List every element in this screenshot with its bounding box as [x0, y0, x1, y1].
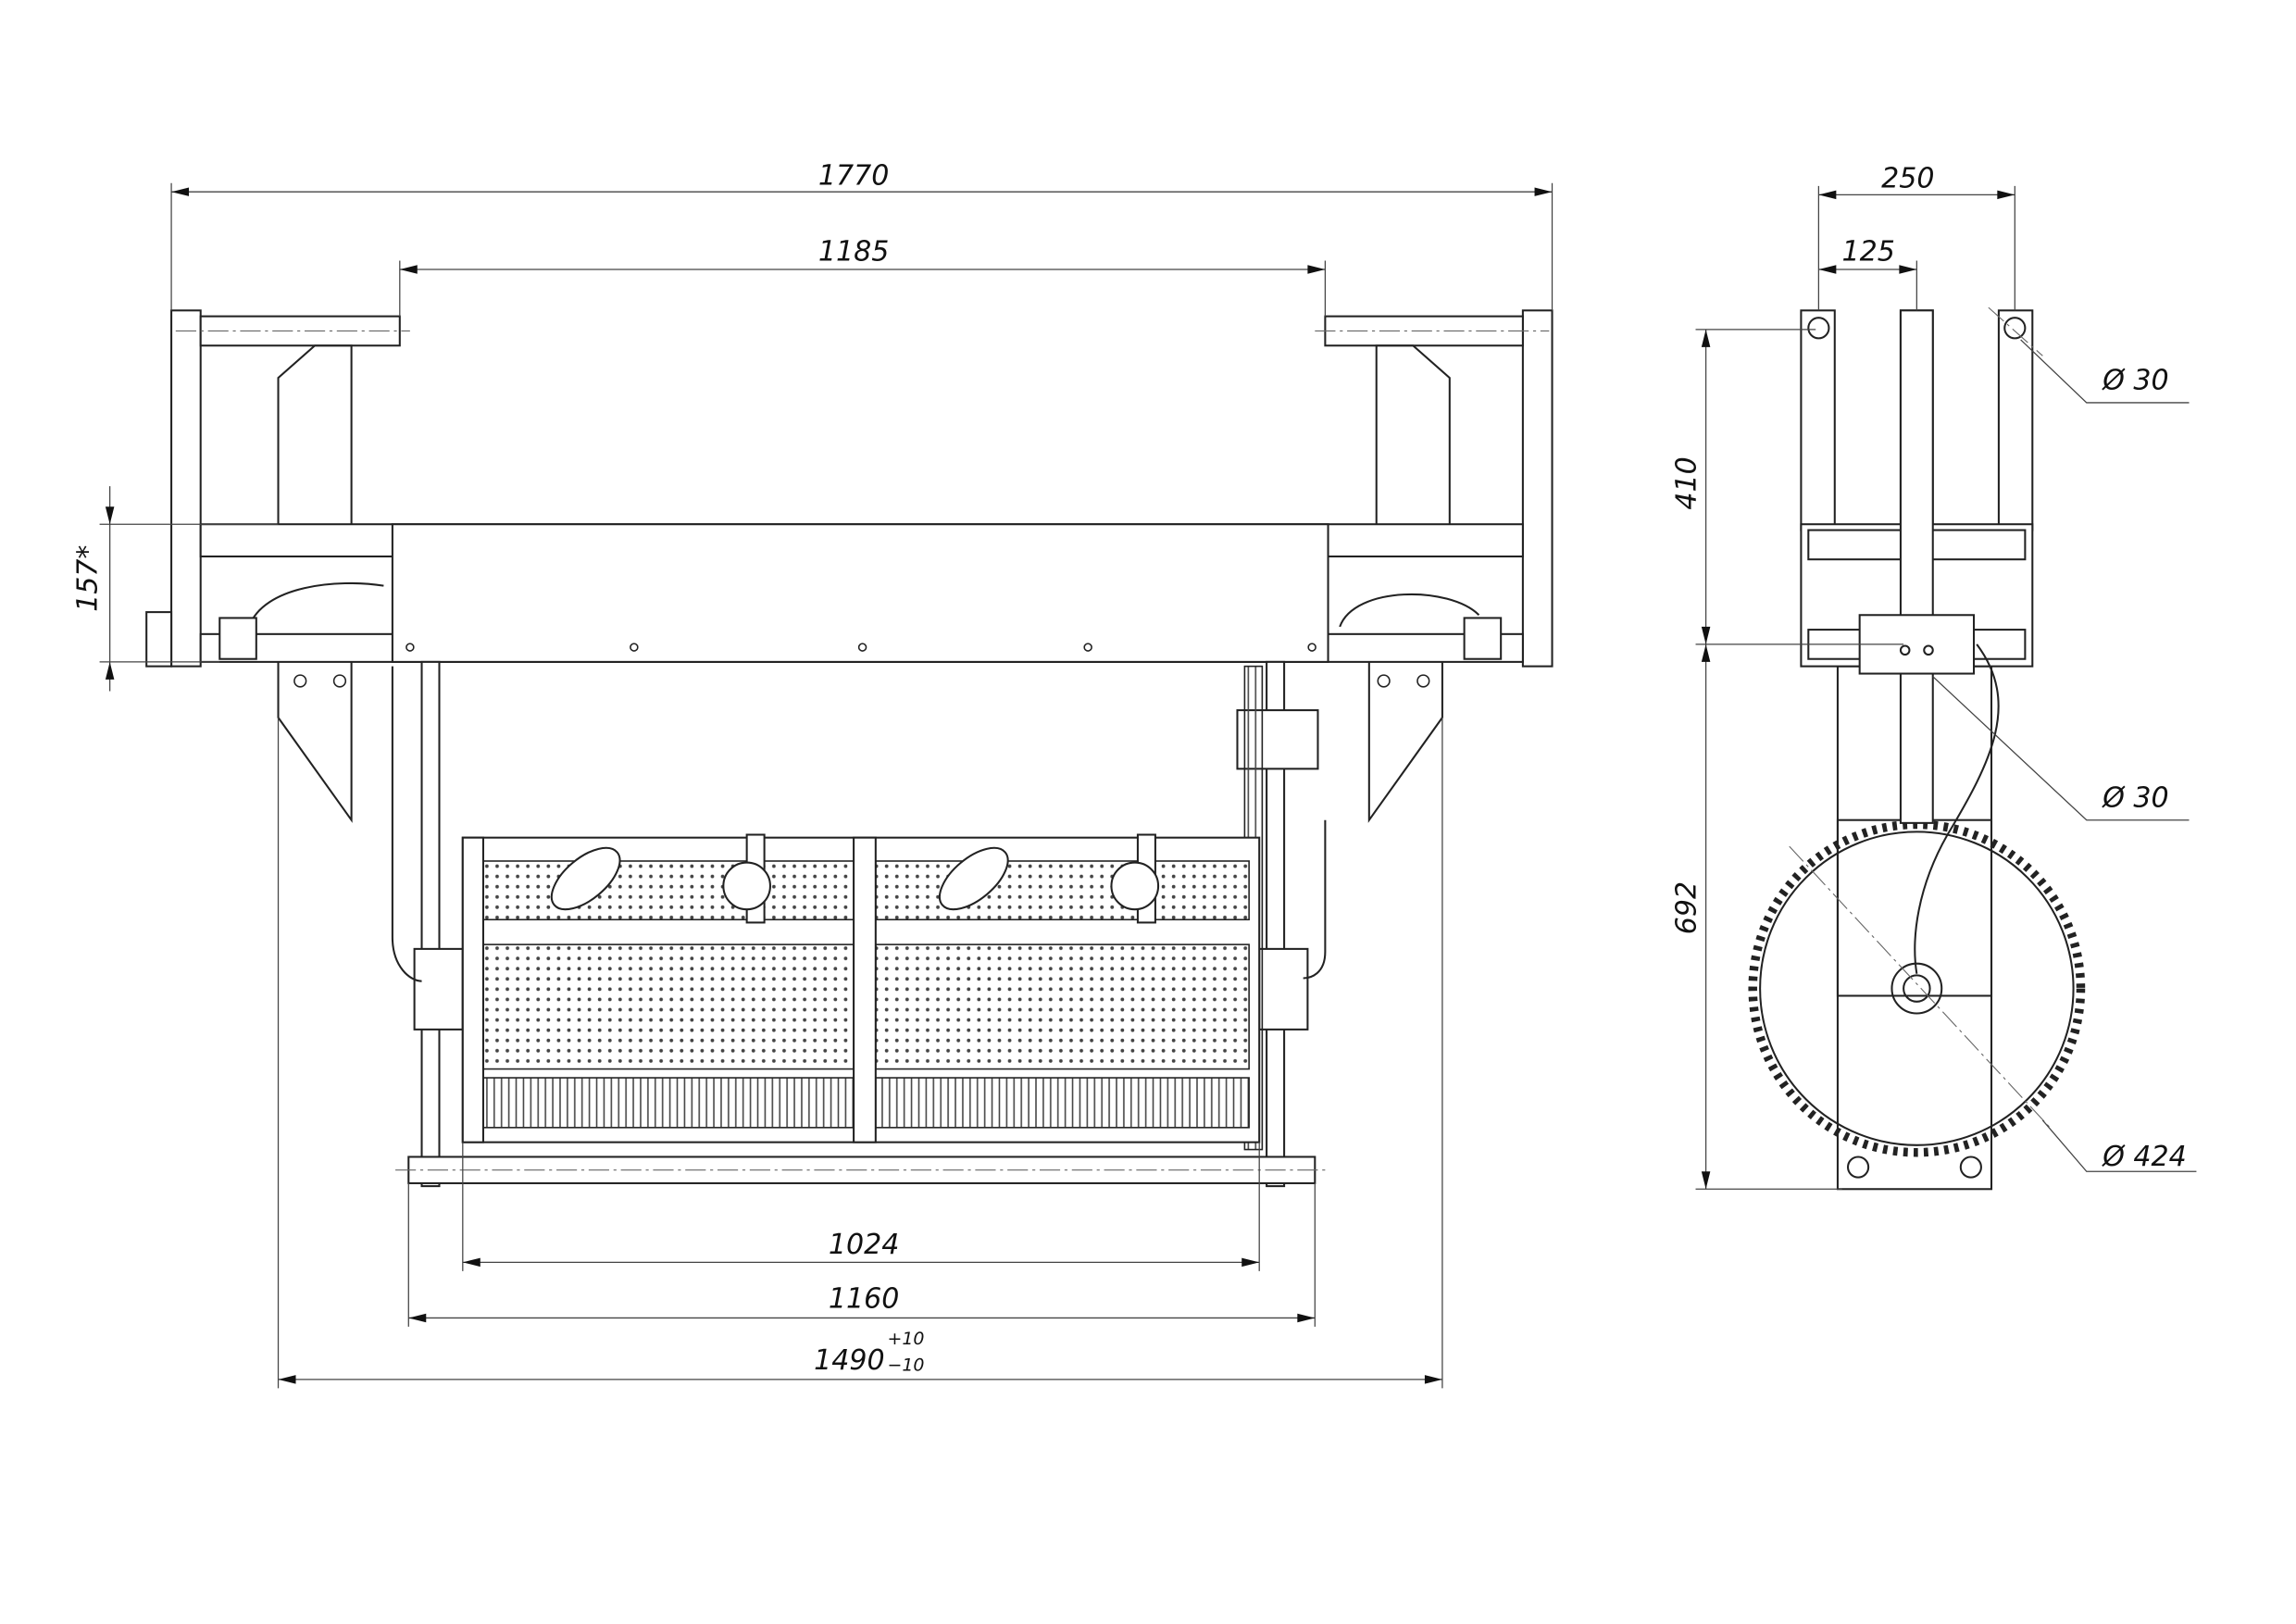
dim-1490: 1490 [814, 1344, 884, 1377]
right-bracket [1367, 661, 1443, 823]
side-dimensions: 250 125 410 692 Ø 30 Ø 30 Ø 424 [1671, 162, 2197, 1190]
dim-dia-424: Ø 424 [2101, 1141, 2187, 1173]
right-gusset [1375, 344, 1451, 525]
tol-lower: −10 [887, 1355, 924, 1375]
dim-1160: 1160 [829, 1282, 899, 1315]
right-post [1521, 309, 1554, 668]
dim-dia-30-pin: Ø 30 [2101, 365, 2168, 397]
tol-upper: +10 [887, 1329, 924, 1349]
dim-692: 692 [1671, 881, 1703, 934]
dim-125: 125 [1841, 236, 1894, 269]
dim-157: 157* [71, 545, 104, 612]
side-view [1748, 306, 2086, 1191]
dim-250: 250 [1881, 162, 1934, 194]
gear [1748, 819, 2086, 1157]
drum [461, 833, 1261, 1143]
left-bracket [277, 661, 353, 823]
front-dimensions: 1770 1185 157* 1024 1160 1490 +10 −10 [71, 159, 1554, 1389]
left-post [170, 309, 202, 668]
dim-1185: 1185 [818, 236, 889, 269]
front-view [145, 309, 1554, 1188]
dim-1024: 1024 [829, 1229, 899, 1261]
dim-410: 410 [1671, 456, 1703, 509]
dim-1770: 1770 [818, 159, 889, 192]
motor-housing [391, 523, 1329, 663]
left-gusset [277, 344, 353, 525]
dim-dia-30-shaft: Ø 30 [2101, 781, 2168, 814]
